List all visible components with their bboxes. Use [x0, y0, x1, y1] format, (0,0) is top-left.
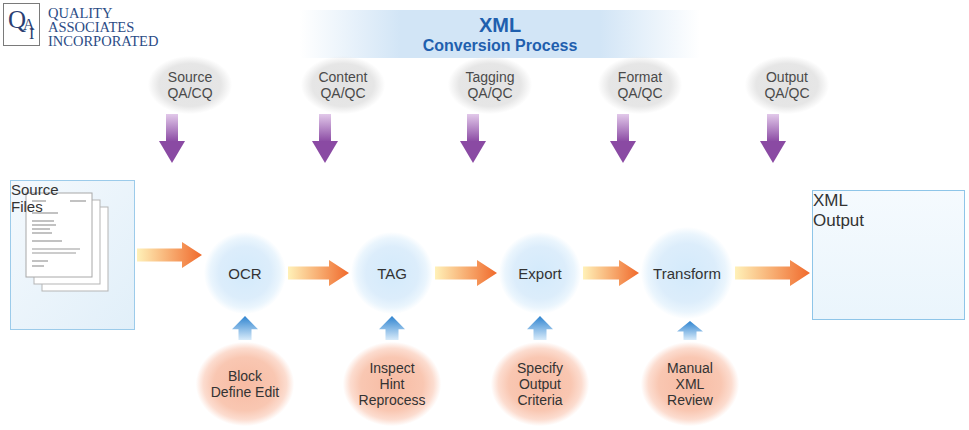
node-label: Source QA/CQ — [159, 69, 221, 101]
input-arrow — [232, 316, 258, 340]
logo-letter: I — [29, 26, 34, 42]
node-label: Block Define Edit — [210, 368, 280, 400]
input-arrow — [677, 321, 703, 340]
flow-arrow — [288, 260, 349, 286]
node-label: Export — [518, 265, 561, 282]
title-line: XML — [380, 14, 620, 36]
node-label: TAG — [377, 265, 407, 282]
company-name: QUALITY ASSOCIATES INCORPORATED — [48, 6, 173, 48]
action-ellipse: Inspect Hint Reprocess — [343, 342, 441, 426]
node-label: Format QA/QC — [609, 69, 671, 101]
action-ellipse: Specify Output Criteria — [491, 342, 589, 426]
flow-arrow — [137, 242, 202, 268]
process-circle: Export — [499, 232, 581, 314]
process-circle: Transform — [641, 227, 733, 319]
source-box-fill — [10, 180, 135, 330]
node-label: Tagging QA/QC — [459, 69, 521, 101]
node-label: XML Output — [813, 191, 893, 231]
flow-arrow — [735, 260, 810, 286]
action-ellipse: Block Define Edit — [196, 342, 294, 426]
flow-arrow — [583, 260, 639, 286]
title-band — [300, 10, 700, 58]
node-label: Transform — [653, 265, 721, 282]
flow-arrow — [435, 260, 497, 286]
qa-ellipse: Content QA/QC — [301, 56, 385, 114]
action-ellipse: Manual XML Review — [641, 342, 739, 426]
process-circle: TAG — [351, 232, 433, 314]
node-label: Source Files — [11, 181, 75, 215]
input-arrow — [379, 316, 405, 340]
qa-ellipse: Output QA/QC — [745, 56, 829, 114]
qa-ellipse: Format QA/QC — [598, 56, 682, 114]
node-label: Content QA/QC — [312, 69, 374, 101]
output-box: XML Output — [812, 190, 965, 320]
node-label: Inspect Hint Reprocess — [357, 360, 427, 408]
process-circle: OCR — [204, 232, 286, 314]
node-label: Manual XML Review — [655, 360, 725, 408]
diagram-title: XMLConversion Process — [380, 14, 620, 55]
input-arrow — [527, 316, 553, 340]
node-label: Specify Output Criteria — [505, 360, 575, 408]
qa-ellipse: Tagging QA/QC — [448, 56, 532, 114]
source-box: Source Files — [10, 180, 135, 330]
qa-arrows — [159, 114, 786, 163]
company-logo: QAIQUALITY ASSOCIATES INCORPORATED — [3, 3, 40, 46]
node-label: Output QA/QC — [756, 69, 818, 101]
title-line: Conversion Process — [380, 36, 620, 55]
qa-ellipse: Source QA/CQ — [148, 56, 232, 114]
node-label: OCR — [228, 265, 261, 282]
